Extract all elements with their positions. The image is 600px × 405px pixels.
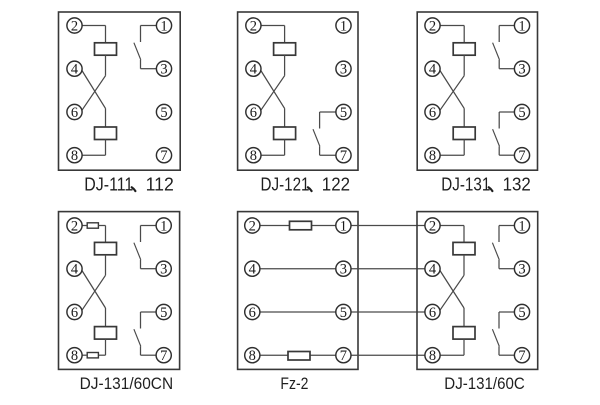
svg-text:6: 6 <box>250 105 257 121</box>
svg-text:4: 4 <box>249 262 257 278</box>
svg-text:3: 3 <box>518 262 525 278</box>
svg-text:2: 2 <box>71 18 78 34</box>
svg-text:8: 8 <box>250 148 257 164</box>
svg-text:3: 3 <box>340 262 347 278</box>
svg-text:1: 1 <box>518 18 525 34</box>
svg-text:4: 4 <box>71 262 79 278</box>
svg-text:6: 6 <box>71 105 78 121</box>
svg-text:8: 8 <box>249 348 256 364</box>
svg-text:8: 8 <box>429 148 436 164</box>
svg-text:Fz-2: Fz-2 <box>280 374 308 393</box>
svg-text:DJ-111: DJ-111 <box>84 174 133 194</box>
svg-text:5: 5 <box>340 105 347 121</box>
svg-text:6: 6 <box>249 305 256 321</box>
svg-text:1: 1 <box>160 18 167 34</box>
svg-text:DJ-131: DJ-131 <box>441 174 490 194</box>
svg-text:2: 2 <box>429 18 436 34</box>
svg-text:7: 7 <box>518 148 525 164</box>
svg-text:4: 4 <box>250 62 258 78</box>
svg-text:6: 6 <box>71 305 78 321</box>
svg-text:6: 6 <box>429 105 436 121</box>
svg-text:DJ-131/60CN: DJ-131/60CN <box>80 374 174 393</box>
svg-text:2: 2 <box>429 218 436 234</box>
svg-text:6: 6 <box>429 305 436 321</box>
svg-text:5: 5 <box>160 105 167 121</box>
svg-text:7: 7 <box>518 348 525 364</box>
svg-text:2: 2 <box>71 218 78 234</box>
svg-text:8: 8 <box>71 148 78 164</box>
svg-text:5: 5 <box>518 105 525 121</box>
svg-text:3: 3 <box>518 62 525 78</box>
svg-text:2: 2 <box>250 18 257 34</box>
svg-text:5: 5 <box>160 305 167 321</box>
svg-text:3: 3 <box>160 62 167 78</box>
svg-text:4: 4 <box>429 262 437 278</box>
svg-text:112: 112 <box>146 174 174 194</box>
svg-text:1: 1 <box>160 218 167 234</box>
svg-text:122: 122 <box>322 174 350 194</box>
svg-text:8: 8 <box>429 348 436 364</box>
svg-text:8: 8 <box>71 348 78 364</box>
svg-text:132: 132 <box>503 174 531 194</box>
svg-text:1: 1 <box>340 18 347 34</box>
svg-text:5: 5 <box>340 305 347 321</box>
svg-text:DJ-131/60C: DJ-131/60C <box>444 374 525 393</box>
svg-text:5: 5 <box>518 305 525 321</box>
svg-text:7: 7 <box>160 348 167 364</box>
svg-text:4: 4 <box>429 62 437 78</box>
svg-text:3: 3 <box>160 262 167 278</box>
svg-text:7: 7 <box>160 148 167 164</box>
svg-text:2: 2 <box>249 218 256 234</box>
svg-text:4: 4 <box>71 62 79 78</box>
svg-text:7: 7 <box>340 348 347 364</box>
svg-text:1: 1 <box>518 218 525 234</box>
svg-text:1: 1 <box>340 218 347 234</box>
svg-text:7: 7 <box>340 148 347 164</box>
svg-text:DJ-121: DJ-121 <box>261 174 310 194</box>
svg-text:3: 3 <box>340 62 347 78</box>
